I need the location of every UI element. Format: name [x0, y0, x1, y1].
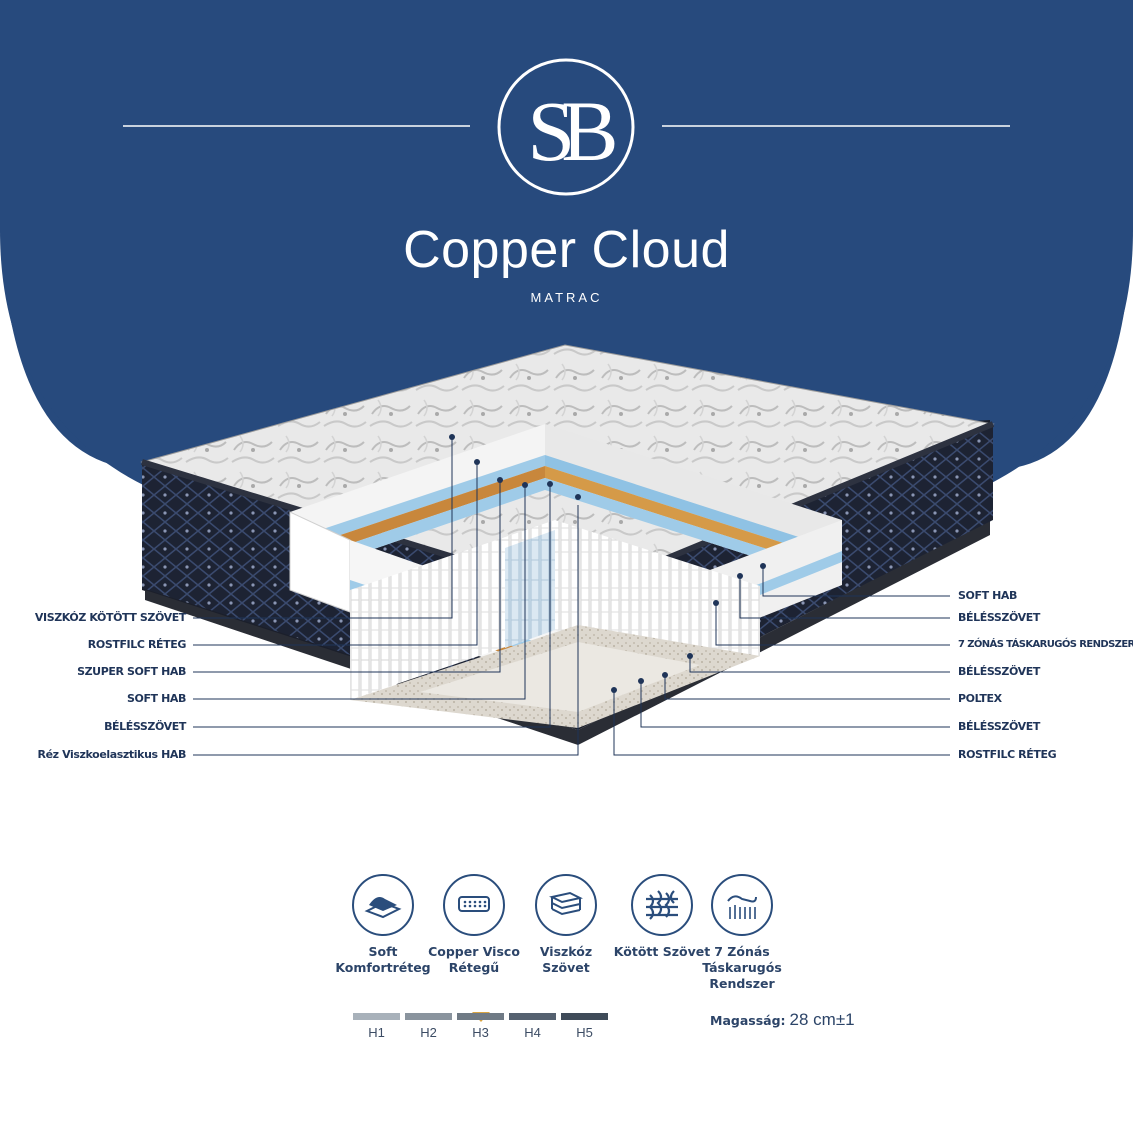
height-spec: Magasság:28 cm±1: [710, 1010, 855, 1030]
leader-lines-left: [193, 437, 579, 756]
label-left-1: VISZKÓZ KÖTÖTT SZÖVET: [34, 611, 187, 624]
knit-fabric-icon: [646, 890, 678, 920]
label-left-3: SZUPER SOFT HAB: [77, 665, 186, 678]
label-left-5: BÉLÉSSZÖVET: [104, 720, 186, 733]
feature-zone-springs: 7 Zónás Táskarugós Rendszer: [692, 874, 792, 992]
feature-copper-visco: Copper Visco Rétegű: [424, 874, 524, 976]
product-title: Copper Cloud: [403, 221, 730, 279]
height-value: 28 cm±1: [789, 1010, 855, 1029]
monogram-logo: SB: [527, 83, 615, 179]
zone-spring-icon: [727, 895, 757, 919]
firmness-bar-h2: [405, 1013, 452, 1020]
fabric-stack-icon: [549, 891, 583, 916]
product-subtitle: MATRAC: [530, 290, 603, 305]
monogram-ring: [497, 58, 635, 196]
feature-soft-comfort: Soft Komfortréteg: [333, 874, 433, 976]
feature-label: Copper Visco Rétegű: [428, 944, 520, 975]
firmness-bar-h3: [457, 1013, 504, 1020]
feature-label: 7 Zónás Táskarugós Rendszer: [702, 944, 782, 991]
firmness-bar-h5: [561, 1013, 608, 1020]
label-right-3: 7 ZÓNÁS TÁSKARUGÓS RENDSZER: [958, 639, 1133, 650]
firmness-label-h2: H2: [420, 1025, 437, 1040]
cutaway-layers: [289, 424, 842, 728]
mattress: [140, 344, 995, 745]
leader-lines-right: [613, 566, 950, 756]
label-right-2: BÉLÉSSZÖVET: [958, 611, 1040, 624]
feature-viscose-fabric: Viszkóz Szövet: [516, 874, 616, 976]
label-left-4: SOFT HAB: [126, 692, 186, 705]
firmness-bar-h4: [509, 1013, 556, 1020]
feature-label: Kötött Szövet: [613, 944, 711, 959]
label-right-5: POLTEX: [958, 692, 1002, 705]
label-right-1: SOFT HAB: [958, 589, 1018, 602]
firmness-bar-h1: [353, 1013, 400, 1020]
height-label: Magasság:: [710, 1013, 786, 1028]
firmness-label-h5: H5: [576, 1025, 593, 1040]
label-right-6: BÉLÉSSZÖVET: [958, 720, 1040, 733]
label-left-6: Réz Viszkoelasztikus HAB: [37, 748, 187, 761]
soft-layer-icon: [364, 897, 402, 919]
label-left-2: ROSTFILC RÉTEG: [87, 638, 187, 651]
label-right-7: ROSTFILC RÉTEG: [958, 748, 1057, 761]
feature-knit-fabric: Kötött Szövet: [612, 874, 712, 960]
label-right-4: BÉLÉSSZÖVET: [958, 665, 1040, 678]
firmness-label-h4: H4: [524, 1025, 541, 1040]
copper-visco-icon: [458, 896, 490, 912]
firmness-label-h1: H1: [368, 1025, 385, 1040]
feature-label: Viszkóz Szövet: [539, 944, 593, 975]
feature-label: Soft Komfortréteg: [335, 944, 431, 975]
firmness-label-h3: H3: [472, 1025, 489, 1040]
